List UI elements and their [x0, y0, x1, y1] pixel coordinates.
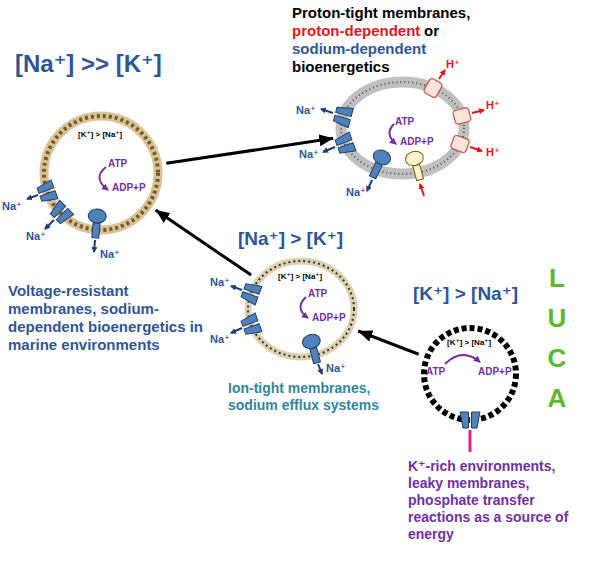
- energy-label: ATP: [108, 158, 127, 170]
- luca-title: LUCA: [544, 258, 570, 418]
- sodium-flux-arrow: [45, 220, 54, 229]
- description-text: K⁺-rich environments, leaky membranes, p…: [408, 458, 573, 543]
- sodium-flux-arrow: [231, 328, 242, 333]
- energy-label: ADP+P: [400, 136, 434, 148]
- evolution-arrow: [156, 210, 252, 275]
- caption-text: or: [424, 22, 439, 40]
- sodium-flux-arrow: [318, 364, 322, 374]
- ion-label: Na⁺: [210, 276, 230, 289]
- cell-membrane: [335, 76, 470, 180]
- concentration-heading: [Na⁺] > [K⁺]: [238, 228, 343, 251]
- ion-label: H⁺: [486, 146, 500, 159]
- caption-text: bioenergetics: [292, 58, 390, 76]
- concentration-heading: [K⁺] > [Na⁺]: [413, 283, 518, 306]
- membrane-ring: [44, 116, 158, 230]
- ion-label: Na⁺: [299, 148, 319, 161]
- description-text: Voltage-resistant membranes, sodium-depe…: [8, 282, 213, 354]
- energy-label: ADP+P: [312, 312, 346, 324]
- proton-flux-arrow: [420, 184, 424, 196]
- anchor-stalk: [469, 430, 472, 452]
- proton-flux-arrow: [470, 147, 482, 151]
- sodium-flux-arrow: [231, 286, 242, 290]
- concentration-label: [K⁺] > [Na⁺]: [278, 272, 322, 282]
- cell-node: Proton-tight membranes,proton-dependento…: [335, 76, 470, 180]
- caption-text: proton-dependent: [292, 22, 420, 40]
- evolution-arrow: [166, 138, 333, 163]
- sodium-flux-arrow: [367, 180, 372, 191]
- ion-label: Na⁺: [100, 248, 120, 261]
- ion-label: Na⁺: [296, 104, 316, 117]
- energy-label: ADP+P: [478, 366, 512, 378]
- caption-text: sodium-dependent: [292, 40, 426, 58]
- membrane-ring: [341, 82, 464, 174]
- membrane-ring: [44, 116, 158, 230]
- sodium-flux-arrow: [323, 147, 335, 152]
- concentration-label: [K⁺] > [Na⁺]: [447, 338, 491, 348]
- cell-node: [Na⁺] >> [K⁺][K⁺] > [Na⁺]Voltage-resista…: [38, 110, 164, 236]
- sodium-flux-arrow: [27, 195, 38, 199]
- sodium-flux-arrow: [321, 109, 333, 113]
- concentration-label: [K⁺] > [Na⁺]: [78, 130, 122, 140]
- ion-label: Na⁺: [2, 200, 22, 213]
- proton-flux-arrow: [439, 70, 445, 79]
- cell-membrane: [38, 110, 164, 236]
- caption-text: Proton-tight membranes,: [292, 4, 470, 22]
- energy-label: ADP+P: [112, 182, 146, 194]
- energy-label: ATP: [395, 116, 414, 128]
- sodium-flux-arrow: [94, 240, 95, 252]
- ion-label: Na⁺: [26, 230, 46, 243]
- membrane-ring: [248, 261, 354, 357]
- cell-node: [Na⁺] > [K⁺][K⁺] > [Na⁺]Ion-tight membra…: [242, 255, 360, 363]
- proton-flux-arrow: [472, 110, 484, 113]
- evolution-arrow: [358, 331, 418, 354]
- membrane-ring: [248, 261, 354, 357]
- membrane-ring: [341, 82, 464, 174]
- cell-membrane: [242, 255, 360, 363]
- energy-label: ATP: [426, 366, 445, 378]
- concentration-heading: [Na⁺] >> [K⁺]: [15, 50, 162, 79]
- ion-label: H⁺: [486, 99, 500, 112]
- ion-label: H⁺: [446, 58, 460, 71]
- energy-label: ATP: [308, 288, 327, 300]
- membrane-ring: [424, 328, 516, 420]
- description-text: Ion-tight membranes, sodium efflux syste…: [228, 380, 403, 414]
- ion-label: Na⁺: [346, 186, 366, 199]
- ion-label: Na⁺: [326, 362, 346, 375]
- ion-label: Na⁺: [210, 333, 230, 346]
